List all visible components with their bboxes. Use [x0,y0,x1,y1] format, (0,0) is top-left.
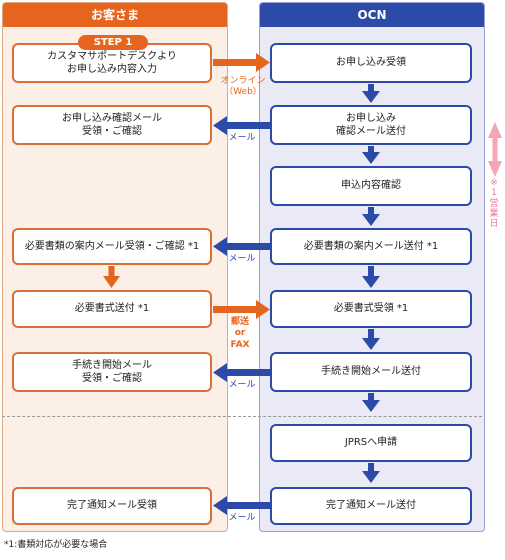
label-mail-4: メール [228,513,256,523]
ocn-step-send-complete: 完了通知メール送付 [270,487,472,525]
label-online-web: オンライン （Web） [220,76,266,98]
label-post-or-fax: 郵送 or FAX [230,317,250,350]
arrow-mail-2 [213,237,270,256]
ocn-step-send-confirm: お申し込み 確認メール送付 [270,105,472,145]
ocn-step-receive: お申し込み受領 [270,43,472,83]
arrow-online [213,53,270,72]
ocn-column-header: OCN [260,3,484,27]
customer-column: お客さま [2,2,228,532]
business-day-range-arrow [488,122,502,177]
arrow-mail-1 [213,116,270,135]
arrow-mail-3 [213,363,270,382]
ocn-step-check: 申込内容確認 [270,166,472,206]
business-day-label: ※ 1 営 業 日 [489,178,499,230]
ocn-step-receive-docs: 必要書式受領 *1 [270,290,472,328]
label-mail-1: メール [228,133,256,143]
ocn-step-send-start: 手続き開始メール送付 [270,352,472,392]
customer-step-complete-mail: 完了通知メール受領 [12,487,212,525]
ocn-step-jprs: JPRSへ申請 [270,424,472,462]
customer-step-docs-mail: 必要書類の案内メール受領・ご確認 *1 [12,228,212,265]
label-mail-3: メール [228,380,256,390]
arrow-post-fax [213,300,270,319]
customer-step-start-mail: 手続き開始メール 受領・ご確認 [12,352,212,392]
arrows-down-ocn [362,84,380,483]
customer-column-header: お客さま [3,3,227,27]
customer-step-send-docs: 必要書式送付 *1 [12,290,212,328]
arrow-down-customer [103,266,120,288]
phase-divider [2,416,482,417]
footnote: *1:書類対応が必要な場合 [4,540,108,550]
customer-step-confirm-mail: お申し込み確認メール 受領・ご確認 [12,105,212,145]
step-badge: STEP 1 [78,35,148,50]
arrow-mail-4 [213,496,270,515]
label-mail-2: メール [228,254,256,264]
ocn-step-send-docs-mail: 必要書類の案内メール送付 *1 [270,228,472,265]
